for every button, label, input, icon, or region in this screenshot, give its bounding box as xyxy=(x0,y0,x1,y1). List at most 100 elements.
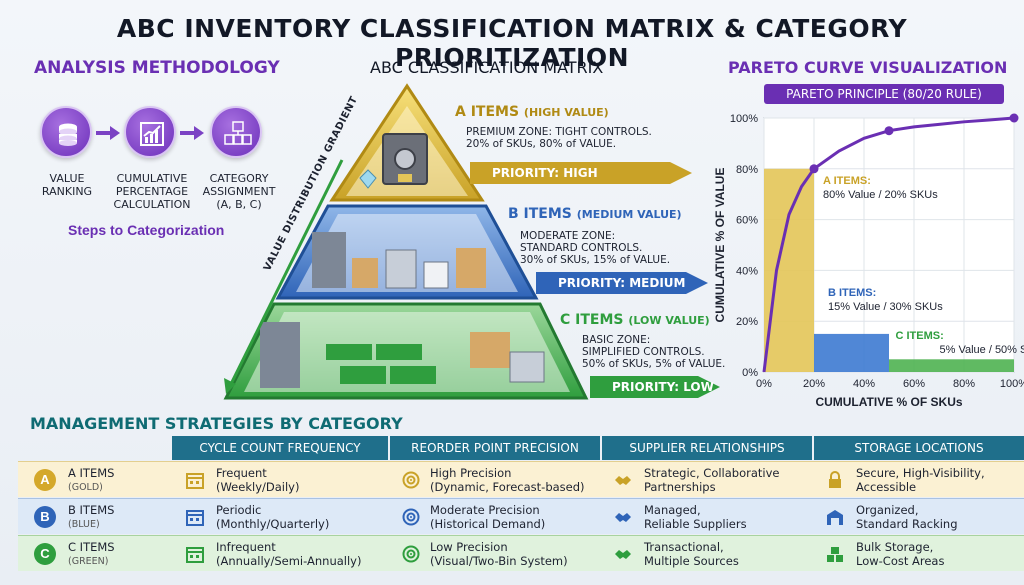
tier-c-priority: PRIORITY: LOW xyxy=(612,380,714,394)
tier-b-title: B ITEMS (MEDIUM VALUE) xyxy=(508,206,682,222)
steps-caption: Steps to Categorization xyxy=(68,222,225,238)
pareto-bar-b xyxy=(814,333,889,372)
y-tick-label: 0% xyxy=(742,367,758,379)
handshake-icon xyxy=(615,513,631,522)
x-axis-label: CUMULATIVE % OF SKUs xyxy=(815,395,962,409)
y-tick-label: 60% xyxy=(736,215,758,227)
bulk-storage-icon xyxy=(827,547,843,562)
x-tick-label: 0% xyxy=(756,378,772,390)
curve-marker xyxy=(809,164,819,174)
cell-storage-b: Organized,Standard Racking xyxy=(856,503,958,531)
value-ranking-step xyxy=(40,106,92,158)
tier-a-priority-arrow xyxy=(470,162,692,184)
pareto-title: PARETO CURVE VISUALIZATION xyxy=(728,58,1008,77)
curve-marker xyxy=(884,126,894,136)
calendar-icon xyxy=(186,473,204,489)
table-row-b: B B ITEMS(BLUE) Periodic(Monthly/Quarter… xyxy=(18,498,1024,534)
table-row-c: C C ITEMS(GREEN) Infrequent(Annually/Sem… xyxy=(18,535,1024,571)
annotation-title-a: A ITEMS: xyxy=(823,175,871,187)
cell-cycle-a: Frequent(Weekly/Daily) xyxy=(216,466,300,494)
step-arrow xyxy=(194,126,204,140)
shelf-icon xyxy=(312,232,346,288)
calendar-icon xyxy=(186,510,204,526)
cell-storage-a: Secure, High-Visibility,Accessible xyxy=(856,466,985,494)
header-storage: STORAGE LOCATIONS xyxy=(814,436,1024,460)
lock-icon xyxy=(829,471,841,488)
annotation-text-a: 80% Value / 20% SKUs xyxy=(823,189,938,201)
step-arrow xyxy=(110,126,120,140)
target-icon xyxy=(402,545,420,563)
x-tick-label: 100% xyxy=(1000,378,1024,390)
tier-c-title: C ITEMS (LOW VALUE) xyxy=(560,312,710,328)
matrix-title: ABC CLASSIFICATION MATRIX xyxy=(370,58,604,77)
pareto-chart: 0%0% 20% 20% 40% 40% 60% 60% 80% 80% 100% 100% A IT… xyxy=(713,113,1024,409)
abc-blocks-icon xyxy=(224,121,252,145)
strategies-title: MANAGEMENT STRATEGIES BY CATEGORY xyxy=(30,414,403,433)
tier-a-priority: PRIORITY: HIGH xyxy=(492,166,598,180)
cell-reorder-c: Low Precision(Visual/Two-Bin System) xyxy=(430,540,568,568)
row-name-c: C ITEMS(GREEN) xyxy=(68,540,115,568)
y-tick-label: 80% xyxy=(736,164,758,176)
annotation-title-c: C ITEMS: xyxy=(896,330,944,342)
y-tick-label: 20% xyxy=(736,316,758,328)
header-reorder-point: REORDER POINT PRECISION xyxy=(390,436,600,460)
annotation-text-b: 15% Value / 30% SKUs xyxy=(828,301,943,313)
page-title: ABC INVENTORY CLASSIFICATION MATRIX & CA… xyxy=(116,14,908,72)
y-tick-label: 100% xyxy=(730,113,758,125)
curve-marker xyxy=(1009,113,1019,123)
y-tick-label: 40% xyxy=(736,265,758,277)
tier-c-desc: BASIC ZONE:SIMPLIFIED CONTROLS.50% of SK… xyxy=(582,334,726,370)
x-tick-label: 80% xyxy=(953,378,975,390)
pareto-badge: PARETO PRINCIPLE (80/20 RULE) xyxy=(764,84,1004,104)
cell-cycle-c: Infrequent(Annually/Semi-Annually) xyxy=(216,540,362,568)
x-tick-label: 60% xyxy=(903,378,925,390)
cell-cycle-b: Periodic(Monthly/Quarterly) xyxy=(216,503,330,531)
step-arrow-line xyxy=(180,131,196,135)
tier-b-desc: MODERATE ZONE:STANDARD CONTROLS.30% of S… xyxy=(520,230,671,266)
cell-storage-c: Bulk Storage,Low-Cost Areas xyxy=(856,540,945,568)
tier-a-desc: PREMIUM ZONE: TIGHT CONTROLS.20% of SKUs… xyxy=(466,126,652,150)
diamond-icon xyxy=(359,169,377,189)
annotation-text-c: 5% Value / 50% SKUs xyxy=(940,344,1024,356)
abc-pyramid xyxy=(223,83,589,400)
header-supplier: SUPPLIER RELATIONSHIPS xyxy=(602,436,812,460)
tier-c-priority-arrow xyxy=(590,376,720,398)
step-arrow-line xyxy=(96,131,112,135)
table-row-a: A A ITEMS(GOLD) Frequent(Weekly/Daily) H… xyxy=(18,461,1024,497)
warehouse-icon xyxy=(827,510,843,525)
growth-chart-icon xyxy=(140,122,164,146)
row-name-a: A ITEMS(GOLD) xyxy=(68,466,115,494)
pareto-curve xyxy=(762,116,1015,373)
cell-supplier-b: Managed,Reliable Suppliers xyxy=(644,503,747,531)
header-cycle-count: CYCLE COUNT FREQUENCY xyxy=(172,436,388,460)
bulk-shelf-icon xyxy=(260,322,300,388)
target-icon xyxy=(402,508,420,526)
cell-supplier-c: Transactional,Multiple Sources xyxy=(644,540,739,568)
cumulative-step xyxy=(124,106,176,158)
cell-reorder-a: High Precision(Dynamic, Forecast-based) xyxy=(430,466,585,494)
x-tick-label: 20% xyxy=(803,378,825,390)
b-badge: B xyxy=(34,506,56,528)
handshake-icon xyxy=(615,550,631,559)
cell-reorder-b: Moderate Precision(Historical Demand) xyxy=(430,503,546,531)
category-step xyxy=(210,106,262,158)
calendar-icon xyxy=(186,547,204,563)
x-tick-label: 40% xyxy=(853,378,875,390)
a-badge: A xyxy=(34,469,56,491)
pareto-bar-a xyxy=(764,168,814,372)
target-icon xyxy=(402,471,420,489)
tier-b-priority: PRIORITY: MEDIUM xyxy=(558,276,686,290)
tier-b-priority-arrow xyxy=(536,272,708,294)
c-badge: C xyxy=(34,543,56,565)
tier-a-title: A ITEMS (HIGH VALUE) xyxy=(455,104,609,120)
handshake-icon xyxy=(615,476,631,485)
y-axis-label: CUMULATIVE % OF VALUE xyxy=(713,168,727,323)
methodology-title: ANALYSIS METHODOLOGY xyxy=(34,58,280,78)
row-name-b: B ITEMS(BLUE) xyxy=(68,503,115,531)
coins-icon xyxy=(59,123,77,146)
annotation-title-b: B ITEMS: xyxy=(828,287,876,299)
